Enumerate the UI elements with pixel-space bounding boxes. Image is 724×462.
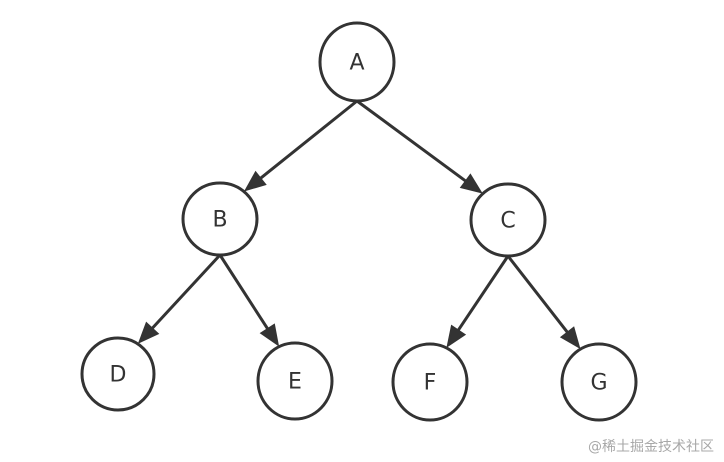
node-a: A	[318, 21, 396, 103]
arrowhead-c-f	[446, 324, 467, 348]
node-c: C	[469, 182, 547, 258]
edge-b-e	[218, 254, 270, 331]
arrowhead-c-g	[559, 326, 581, 350]
node-label-d: D	[110, 363, 127, 388]
node-label-e: E	[288, 370, 302, 395]
edge-c-f	[456, 255, 510, 333]
node-circle-c	[469, 182, 547, 258]
watermark: @稀土掘金技术社区	[588, 439, 714, 455]
node-circle-e	[256, 341, 334, 421]
node-b: B	[181, 181, 259, 257]
node-g: G	[560, 342, 638, 422]
node-label-g: G	[590, 371, 607, 396]
node-circle-a	[318, 21, 396, 103]
edge-a-b	[258, 99, 358, 181]
node-f: F	[391, 342, 469, 422]
node-label-a: A	[349, 51, 364, 76]
node-label-c: C	[500, 209, 515, 234]
arrowhead-a-c	[459, 173, 483, 194]
node-circle-b	[181, 181, 259, 257]
arrowhead-b-e	[259, 323, 280, 347]
node-d: D	[80, 336, 156, 412]
node-circle-d	[80, 336, 156, 412]
node-e: E	[256, 341, 334, 421]
arrowhead-a-b	[243, 170, 267, 192]
node-circle-f	[391, 342, 469, 422]
arrowhead-b-d	[137, 321, 160, 344]
node-label-b: B	[212, 208, 227, 233]
node-label-f: F	[424, 371, 437, 396]
edge-c-g	[506, 255, 570, 335]
node-circle-g	[560, 342, 638, 422]
nodes-layer: A B C D E F G	[80, 21, 638, 422]
edge-b-d	[150, 253, 222, 331]
edges-layer	[137, 99, 581, 350]
edge-a-c	[356, 99, 468, 183]
